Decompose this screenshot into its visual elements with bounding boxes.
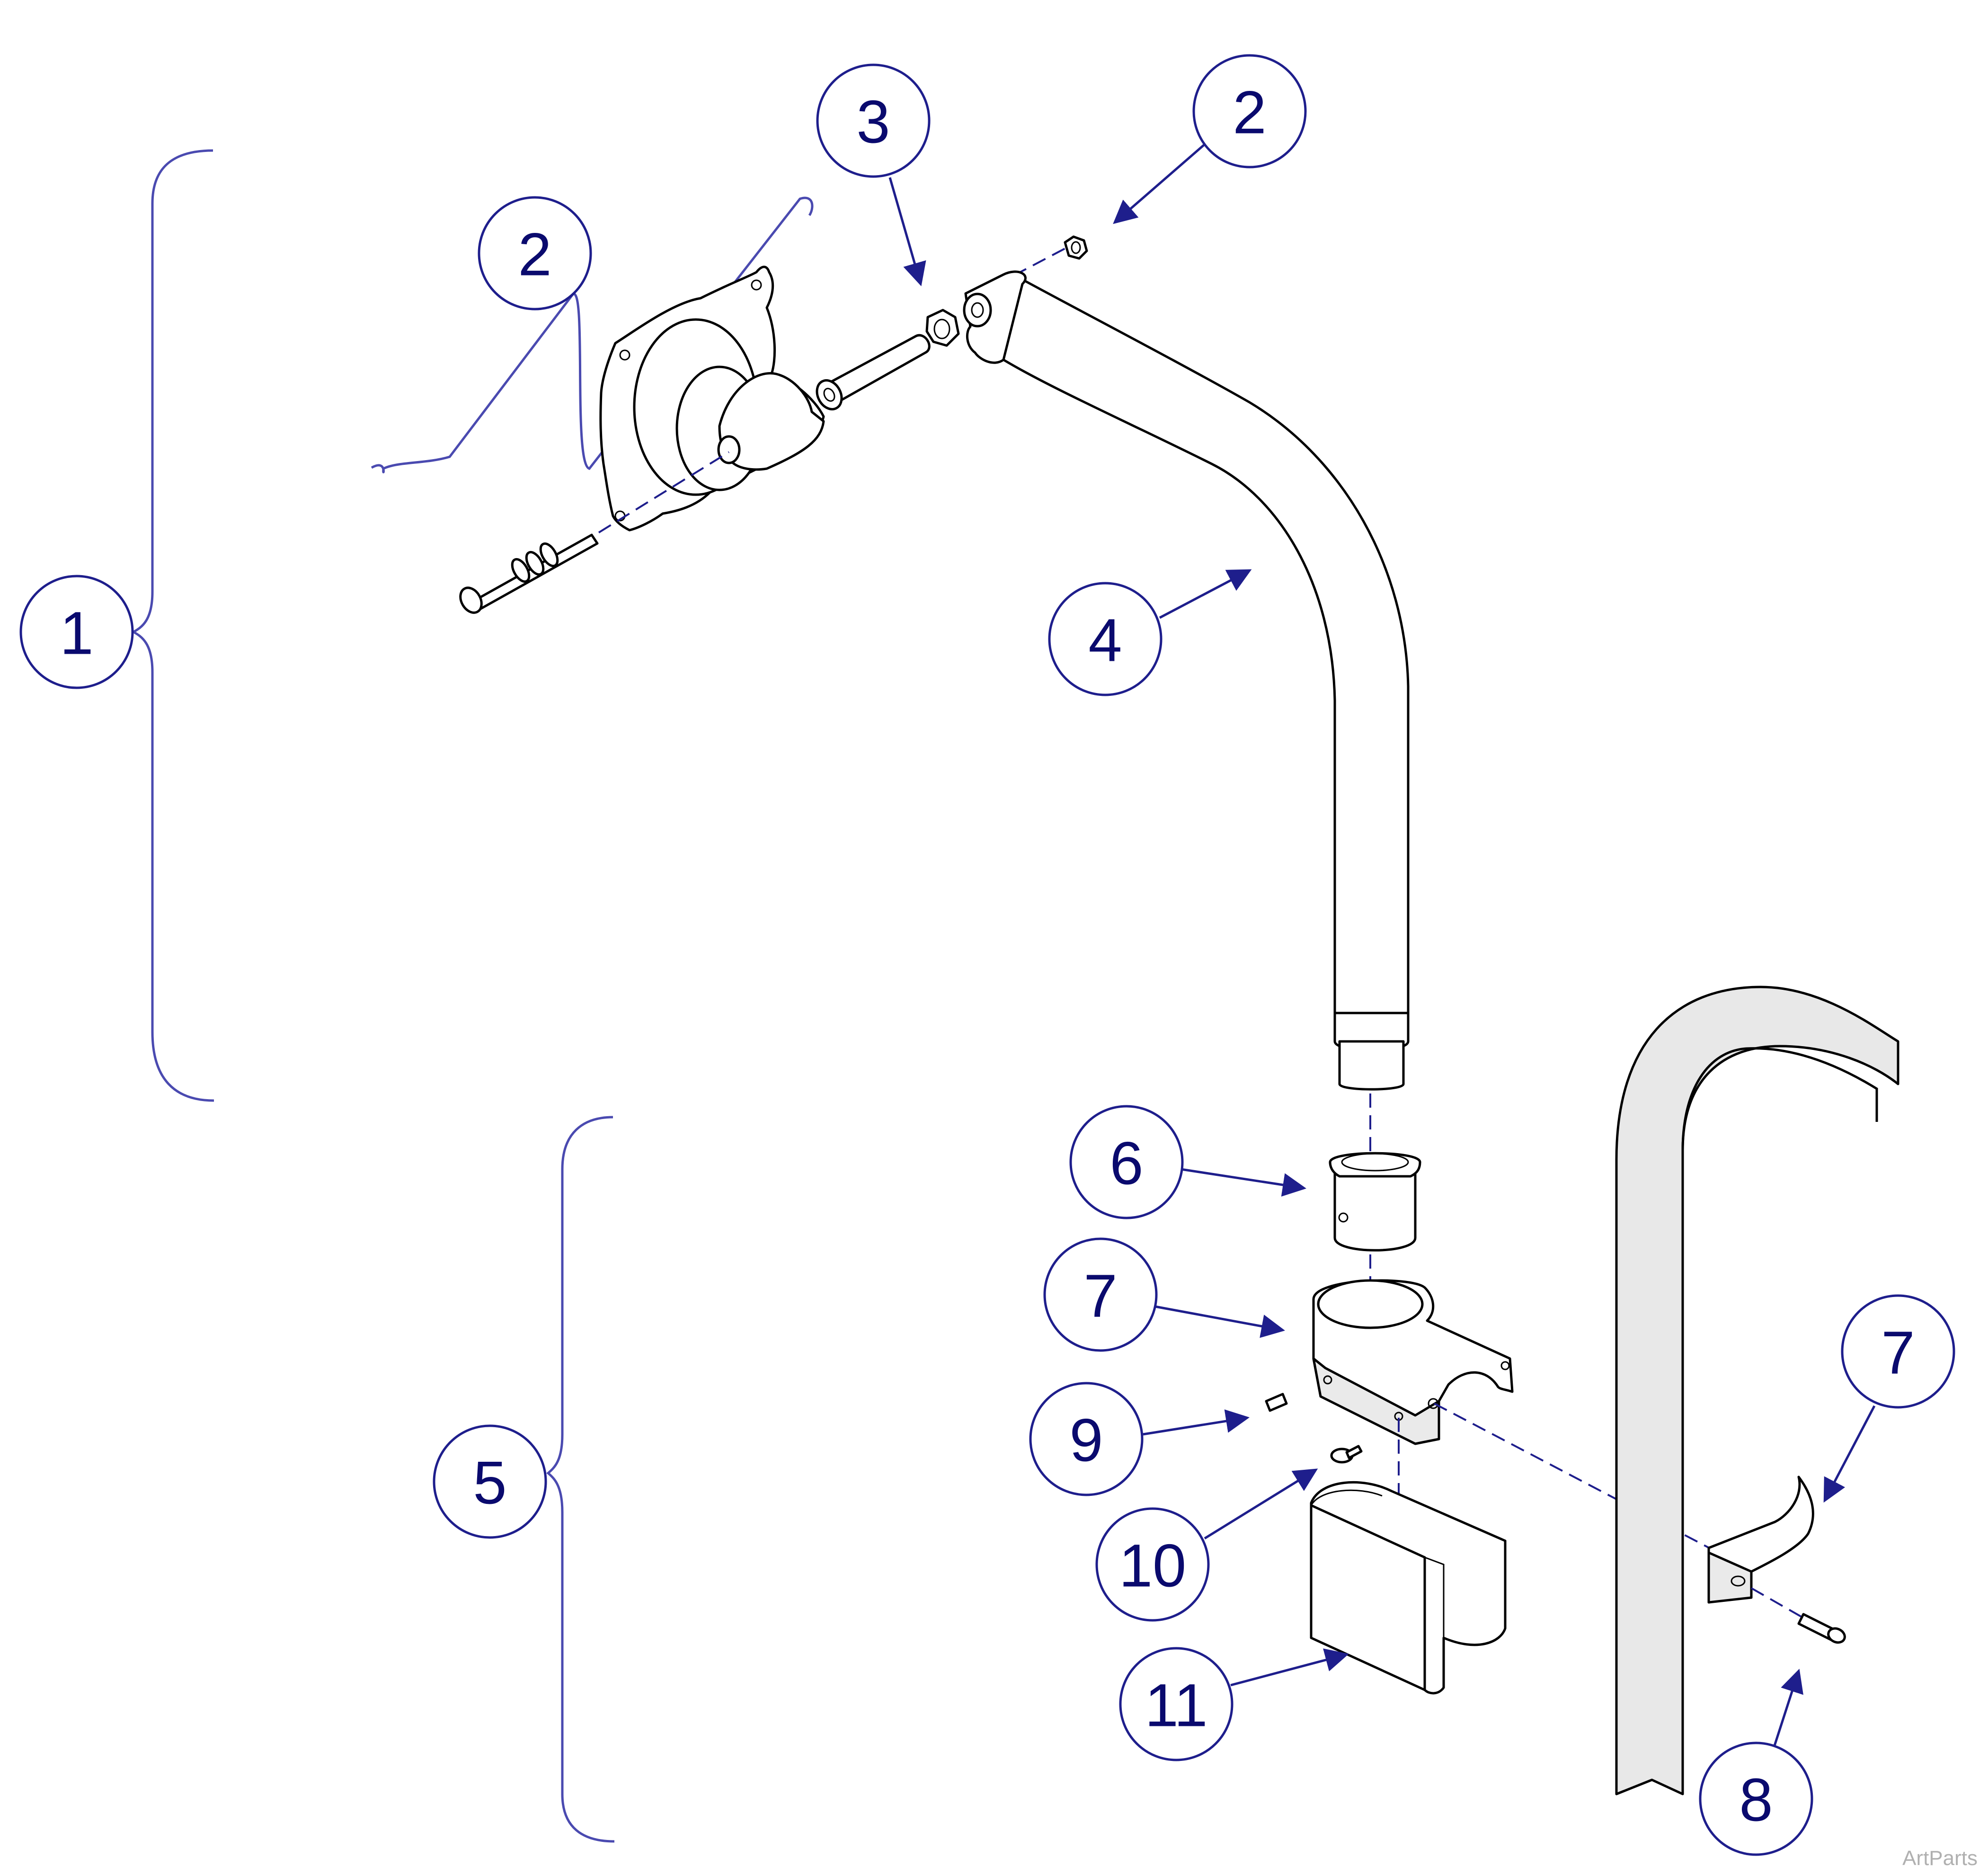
leader-10	[1204, 1468, 1318, 1540]
artparts-watermark: ArtParts	[1902, 1847, 1978, 1870]
callout-6: 6	[1069, 1105, 1184, 1219]
chair-rail	[1615, 986, 1899, 1795]
leader-8	[1771, 1669, 1803, 1752]
svg-text:6: 6	[1109, 1130, 1143, 1198]
pivot-nut	[925, 309, 960, 347]
clamp-block	[1312, 1279, 1514, 1445]
svg-text:7: 7	[1881, 1319, 1915, 1387]
set-screw	[1265, 1393, 1288, 1412]
group-bracket-5	[546, 1116, 615, 1843]
callout-9: 9	[1029, 1382, 1144, 1496]
callout-3: 3	[816, 63, 931, 178]
leader-2b	[1113, 143, 1206, 224]
pivot-pin	[816, 334, 931, 410]
callout-1: 1	[19, 575, 134, 689]
callout-7a: 7	[1043, 1237, 1158, 1352]
mounting-bolt	[459, 533, 599, 614]
callout-7b: 7	[1841, 1294, 1955, 1409]
svg-text:3: 3	[856, 89, 890, 156]
bushing	[1329, 1152, 1421, 1252]
callout-8: 8	[1699, 1742, 1813, 1856]
svg-text:7: 7	[1083, 1262, 1117, 1330]
leader-11	[1230, 1648, 1349, 1687]
svg-text:4: 4	[1088, 607, 1122, 675]
cover	[1310, 1481, 1507, 1695]
top-cap-nut	[1064, 235, 1088, 260]
subgroup-bracket-2	[371, 196, 814, 473]
leader-7b	[1823, 1405, 1876, 1503]
leader-9	[1143, 1409, 1250, 1436]
screw-axis-line	[1751, 1587, 1802, 1617]
svg-text:1: 1	[60, 600, 93, 667]
leader-4	[1159, 569, 1252, 619]
wall-mount-flange	[599, 266, 825, 532]
svg-text:9: 9	[1069, 1407, 1103, 1475]
callout-10: 10	[1095, 1507, 1210, 1622]
callout-5: 5	[433, 1424, 547, 1539]
split-clamp-half	[1707, 1475, 1814, 1604]
svg-text:8: 8	[1739, 1767, 1773, 1834]
svg-text:2: 2	[518, 221, 551, 289]
button-screw	[1330, 1445, 1363, 1464]
leader-6	[1180, 1168, 1306, 1197]
cap-screw	[1797, 1613, 1846, 1644]
group-bracket-1	[131, 149, 214, 1102]
callout-2b: 2	[1192, 54, 1307, 169]
callout-4: 4	[1048, 582, 1163, 696]
svg-text:11: 11	[1145, 1672, 1208, 1740]
leader-7a	[1154, 1305, 1285, 1338]
leader-3	[888, 177, 926, 286]
bolt-axis-line	[598, 451, 730, 533]
arm-tube	[963, 270, 1410, 1091]
svg-text:2: 2	[1233, 79, 1266, 147]
callout-11: 11	[1119, 1647, 1234, 1761]
svg-text:5: 5	[473, 1449, 506, 1517]
callout-2a: 2	[478, 196, 592, 311]
svg-text:10: 10	[1119, 1532, 1186, 1600]
